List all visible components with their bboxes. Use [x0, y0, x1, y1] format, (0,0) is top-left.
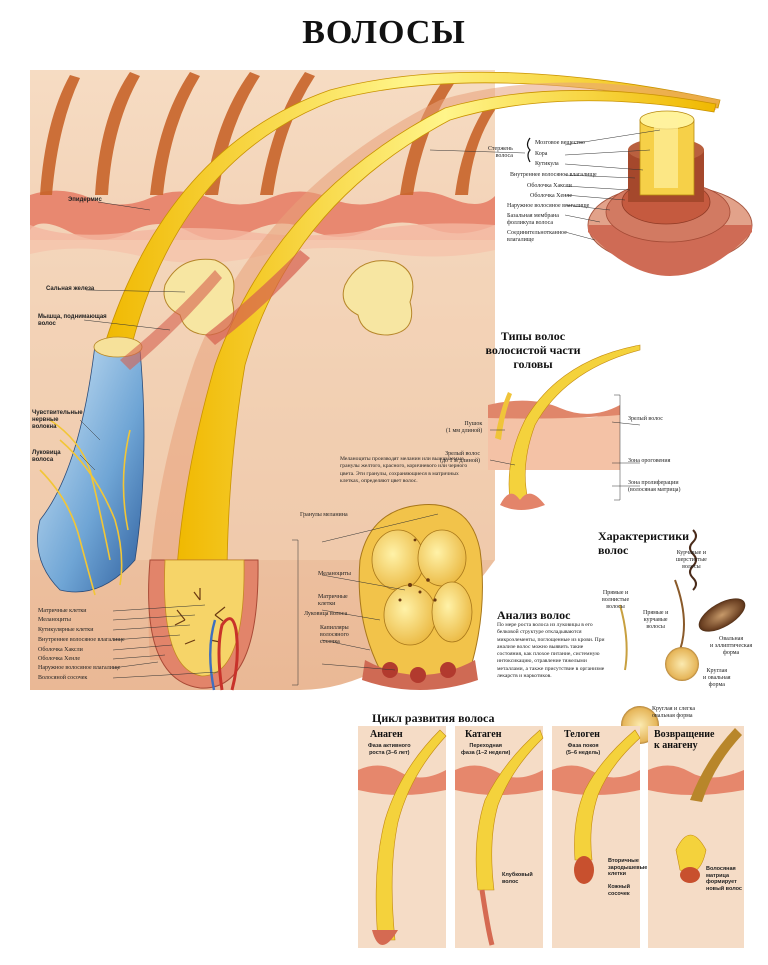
label-club-hair: Клубковый волос	[502, 872, 533, 885]
label-new-matrix: Волосяная матрица формирует новый волос	[706, 866, 742, 892]
papilla-capillary	[217, 617, 239, 691]
label-melanin-granules: Гранулы меланина	[300, 512, 348, 518]
label-epidermis: Эпидермис	[68, 197, 102, 203]
cs-label-cortex: Кора	[535, 151, 548, 157]
analysis-paragraph: По мере роста волоса из луковицы в его б…	[497, 622, 605, 679]
label-melanocytes-detail: Меланоциты	[318, 571, 351, 577]
label-terminal: Зрелый волос	[628, 416, 663, 422]
phase-anagen-desc: Фаза активного роста (3–6 лет)	[368, 743, 411, 756]
sebaceous-gland-right	[342, 260, 414, 336]
phase-return-title: Возвращение к анагену	[654, 729, 715, 751]
melanin-paragraph: Меланоциты производят меланин или выжима…	[340, 456, 468, 484]
cs-label-cuticle: Кутикула	[535, 161, 559, 167]
label-oval-ellipse: Овальная и эллиптическая форма	[710, 636, 753, 656]
phase-catagen-desc: Переходная фаза (1–2 недели)	[461, 743, 511, 756]
label-terminal-small: Зрелый волос (до 1 м длиной)	[440, 451, 481, 464]
label-round-slightly-oval: Круглая и слегка овальная форма	[652, 706, 695, 719]
cs-label-medulla: Мозговое вещество	[535, 140, 585, 146]
bulb-label-cuticle: Кутикулярные клетки	[38, 627, 94, 633]
arrector-muscle-1	[205, 250, 310, 345]
cycle-heading: Цикл развития волоса	[372, 711, 495, 725]
hair-shaft-left	[99, 71, 721, 361]
analysis-heading: Анализ волос	[497, 608, 571, 622]
cs-label-inner-sheath: Внутреннее волосяное влагалище	[510, 172, 597, 178]
label-dermal-papilla: Кожный сосочек	[608, 884, 630, 897]
bulb-label-papilla: Волосяной сосочек	[38, 675, 88, 681]
label-wavy-hair: Прямые и курчавые волосы	[643, 610, 669, 630]
cs-label-henle: Оболочка Хенле	[530, 193, 573, 199]
cs-label-basal-membrane: Базальная мембрана фолликула волоса	[507, 213, 559, 226]
phase-telogen-title: Телоген	[564, 729, 600, 740]
label-vellus: Пушок (1 мм длиной)	[446, 421, 483, 434]
poster-title: ВОЛОСЫ	[302, 14, 466, 51]
label-hair-shaft: Стержень волоса	[488, 146, 513, 159]
label-sensory-nerves: Чувствительные нервные волокна	[32, 410, 83, 430]
label-curly-hair: Курчавые и шерстистые волосы	[676, 550, 707, 570]
leader-lines	[79, 129, 661, 686]
hair-stubs	[40, 72, 495, 195]
cs-label-connective-sheath: Соединительнотканное влагалище	[507, 230, 567, 243]
label-matrix-cells: Матричные клетки	[318, 594, 348, 607]
label-keratin-zone: Зона ороговения	[628, 458, 671, 464]
hair-types-heading: Типы волос волосистой части головы	[485, 329, 581, 371]
label-hair-bulb: Луковица волоса	[32, 450, 61, 463]
label-secondary-germ: Вторичные зародышевые клетки	[608, 858, 648, 878]
hair-shaft-right	[174, 90, 717, 661]
label-hair-bulb-detail: Луковица волоса	[304, 611, 348, 617]
cross-section-diagram	[587, 110, 753, 276]
cs-label-outer-sheath: Наружное волосяное влагалище	[507, 203, 590, 209]
melanocyte-detail	[358, 504, 483, 690]
phase-anagen-title: Анаген	[370, 729, 403, 740]
bulb-label-huxley: Оболочка Хаксли	[38, 647, 83, 653]
bulb-label-matrix: Матричные клетки	[38, 608, 87, 614]
bulb-label-henle: Оболочка Хенле	[38, 656, 81, 662]
bulb-label-inner-sheath: Внутреннее волосяное влагалище	[38, 637, 125, 643]
label-straight-hair: Прямые и волнистые волосы	[602, 590, 630, 610]
cs-label-huxley: Оболочка Хаксли	[527, 183, 572, 189]
label-sebaceous-gland: Сальная железа	[46, 286, 95, 292]
label-round-oval: Круглая и овальная форма	[703, 668, 731, 688]
characteristics-heading: Характеристики волос	[598, 529, 690, 557]
label-arrector-muscle: Мышца, поднимающая волос	[38, 314, 107, 327]
phase-catagen-title: Катаген	[465, 729, 502, 740]
nerve-fibers	[39, 419, 131, 596]
bulb-label-outer-sheath: Наружное волосяное влагалище	[38, 665, 121, 671]
melanocytes-dendrites	[174, 588, 226, 645]
label-capillaries: Капилляры волосяного сосочка	[320, 625, 349, 645]
hair-types-diagram	[488, 344, 641, 510]
label-proliferation-zone: Зона пролиферации (волосяная матрица)	[628, 480, 681, 493]
hair-cycle-panels	[358, 726, 744, 948]
epidermis-band	[30, 190, 495, 240]
bulb-label-melanocytes: Меланоциты	[38, 617, 71, 623]
phase-telogen-desc: Фаза покоя (5–6 недель)	[566, 743, 601, 756]
